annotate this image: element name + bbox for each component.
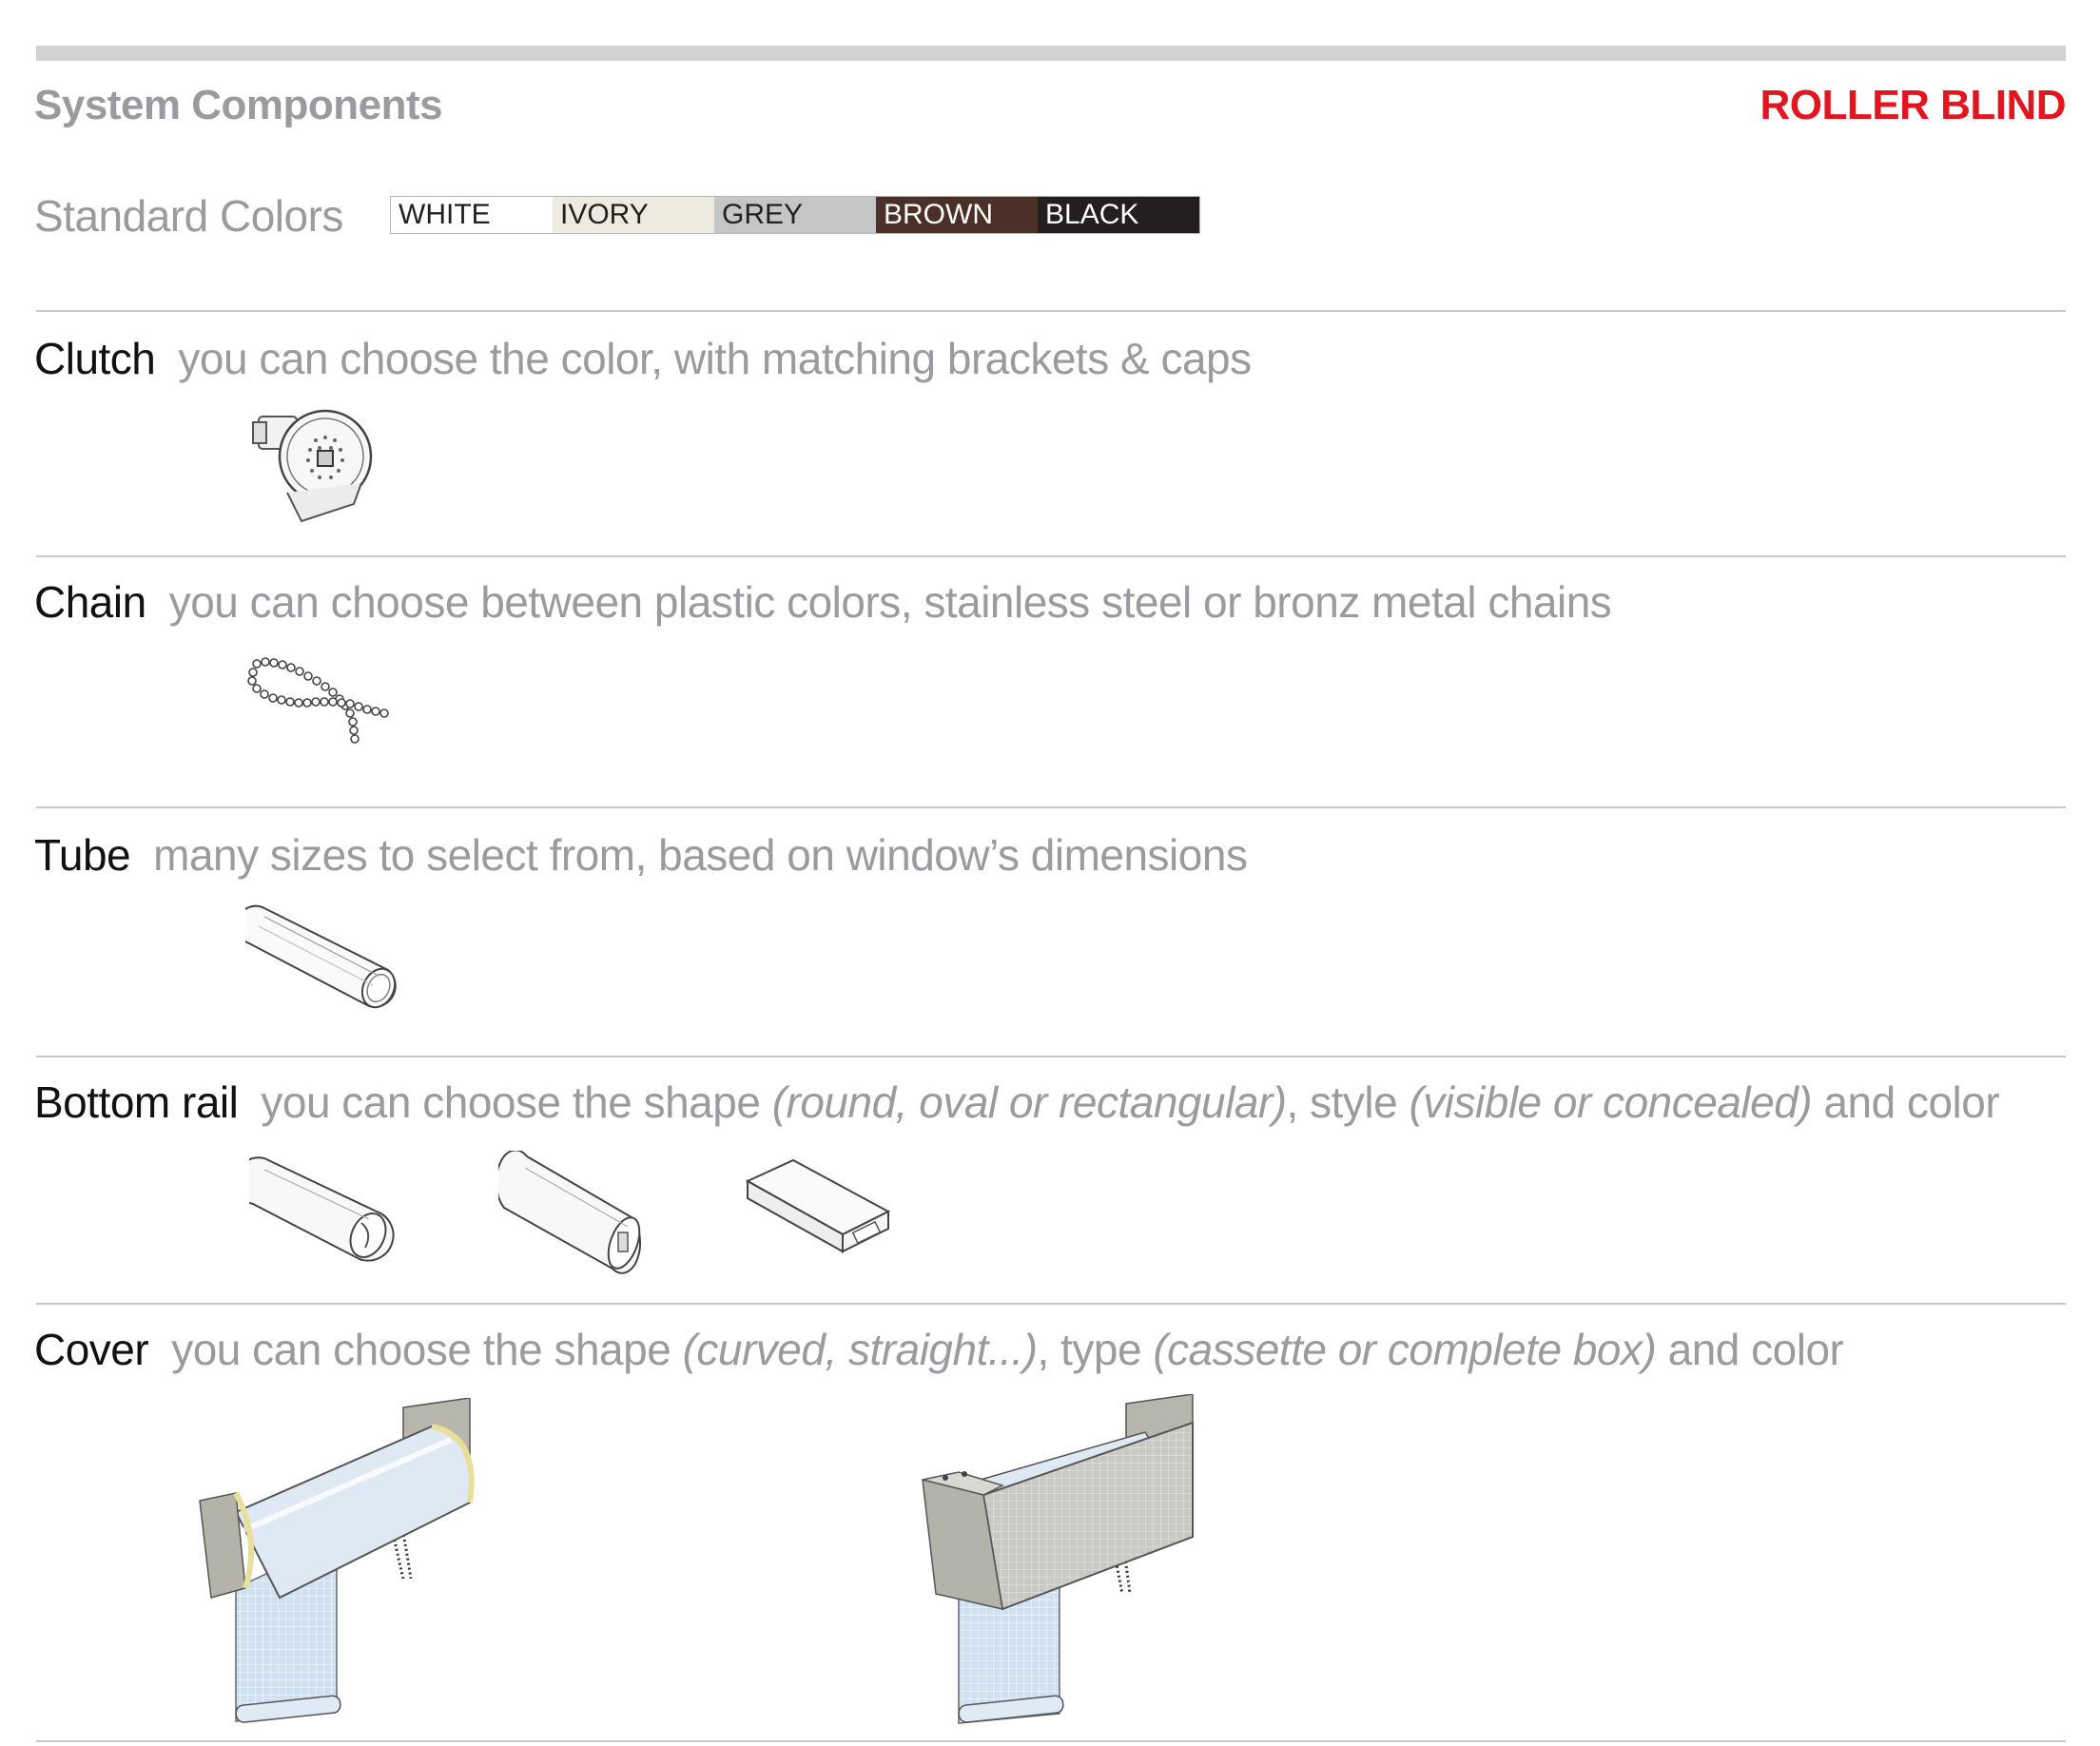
- bottom-rail-row-title: Bottom rail you can choose the shape (rou…: [34, 1077, 2000, 1128]
- chain-row-title: Chain you can choose between plastic colo…: [34, 576, 1612, 628]
- tube-row-title: Tube many sizes to select from, based on …: [34, 829, 1248, 881]
- color-swatch-black: BLACK: [1038, 197, 1199, 233]
- clutch-icon: [252, 409, 373, 523]
- tube-icon: [245, 904, 397, 1009]
- divider: [36, 1740, 2066, 1742]
- bead-chain-icon: [247, 657, 389, 744]
- color-swatch-ivory: IVORY: [553, 197, 714, 233]
- cover-name: Cover: [34, 1325, 149, 1374]
- color-swatch-grey: GREY: [714, 197, 876, 233]
- color-swatch-brown: BROWN: [876, 197, 1038, 233]
- clutch-desc: you can choose the color, with matching …: [178, 334, 1252, 383]
- divider: [36, 310, 2066, 312]
- cover-row-title: Cover you can choose the shape (curved, s…: [34, 1324, 1844, 1375]
- curved-cassette-blind-icon: [199, 1398, 475, 1723]
- divider: [36, 1056, 2066, 1057]
- bottom-rail-name: Bottom rail: [34, 1077, 239, 1127]
- color-swatch-white: WHITE: [391, 197, 553, 233]
- brand-title: ROLLER BLIND: [1760, 82, 2066, 128]
- tube-desc: many sizes to select from, based on wind…: [153, 830, 1248, 880]
- chain-name: Chain: [34, 577, 146, 627]
- divider: [36, 806, 2066, 808]
- rectangular-rail-icon: [745, 1158, 891, 1253]
- cover-desc: you can choose the shape (curved, straig…: [171, 1325, 1844, 1374]
- box-cassette-blind-icon: [922, 1394, 1194, 1724]
- chain-desc: you can choose between plastic colors, s…: [168, 577, 1612, 627]
- bottom-rail-desc: you can choose the shape (round, oval or…: [261, 1077, 2000, 1127]
- standard-colors-label: Standard Colors: [34, 191, 343, 241]
- page-title: System Components: [34, 82, 443, 128]
- divider: [36, 1303, 2066, 1305]
- clutch-name: Clutch: [34, 334, 156, 383]
- round-rail-icon: [249, 1156, 395, 1262]
- tube-name: Tube: [34, 830, 131, 880]
- top-bar: [36, 46, 2066, 61]
- divider: [36, 555, 2066, 557]
- oval-rail-icon: [498, 1151, 642, 1274]
- clutch-row-title: Clutch you can choose the color, with mat…: [34, 333, 1252, 384]
